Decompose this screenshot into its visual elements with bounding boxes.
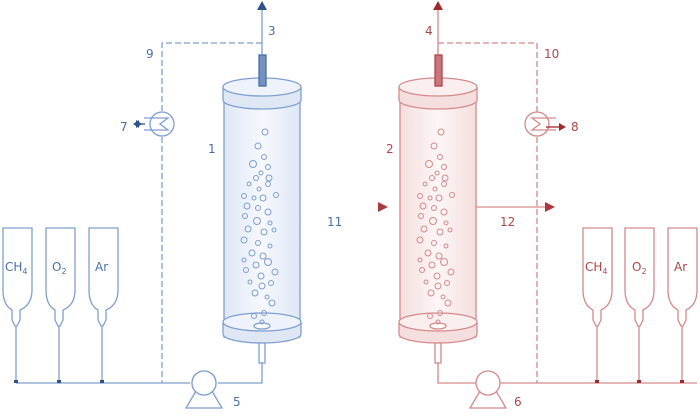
transfer-11-arrow-icon: [378, 202, 388, 212]
reactor-2-top-port: [434, 54, 443, 87]
reactor-1-system: [2, 1, 388, 409]
recycle-10-line: [438, 42, 538, 112]
cooler-2-outlet-arrow-icon: [559, 123, 566, 131]
reactor-1-body: [223, 91, 301, 338]
outlet-4-arrow-icon: [433, 1, 443, 10]
cooler-2-icon: [524, 111, 550, 137]
label-outlet-3: 3: [268, 24, 276, 38]
label-recycle-10: 10: [544, 47, 559, 61]
label-transfer-12: 12: [500, 215, 515, 229]
label-cooler-8: 8: [571, 120, 579, 134]
cooler-1-outlet-arrow-icon: [133, 120, 139, 128]
label-reactor-1: 1: [208, 142, 216, 156]
gas-cylinders-right: [582, 227, 698, 383]
gas-label-ar-right: Ar: [674, 260, 687, 274]
label-pump-5: 5: [233, 395, 241, 409]
cooler-1-icon: [149, 111, 175, 137]
reactor-1-bubbles: [240, 128, 279, 325]
label-outlet-4: 4: [425, 24, 433, 38]
reactor-2-system: [398, 1, 698, 409]
transfer-12-arrow-icon: [545, 202, 555, 212]
label-reactor-2: 2: [386, 142, 394, 156]
recycle-9-line: [161, 42, 262, 112]
reactor-2-body: [399, 91, 477, 338]
label-recycle-9: 9: [146, 47, 154, 61]
pump-6-icon: [475, 370, 501, 396]
gas-label-ch4-right: CH4: [585, 260, 608, 276]
label-pump-6: 6: [514, 395, 522, 409]
gas-label-o2-left: O2: [52, 260, 67, 276]
gas-label-ar-left: Ar: [95, 260, 108, 274]
reactor-1-top-port: [258, 54, 267, 87]
outlet-3-arrow-icon: [257, 1, 267, 10]
gas-cylinders-left: [2, 227, 119, 383]
label-transfer-11: 11: [327, 215, 342, 229]
gas-label-o2-right: O2: [632, 260, 647, 276]
label-cooler-7: 7: [120, 120, 128, 134]
gas-label-ch4-left: CH4: [5, 260, 28, 276]
reactor-2-bubbles: [416, 128, 455, 325]
